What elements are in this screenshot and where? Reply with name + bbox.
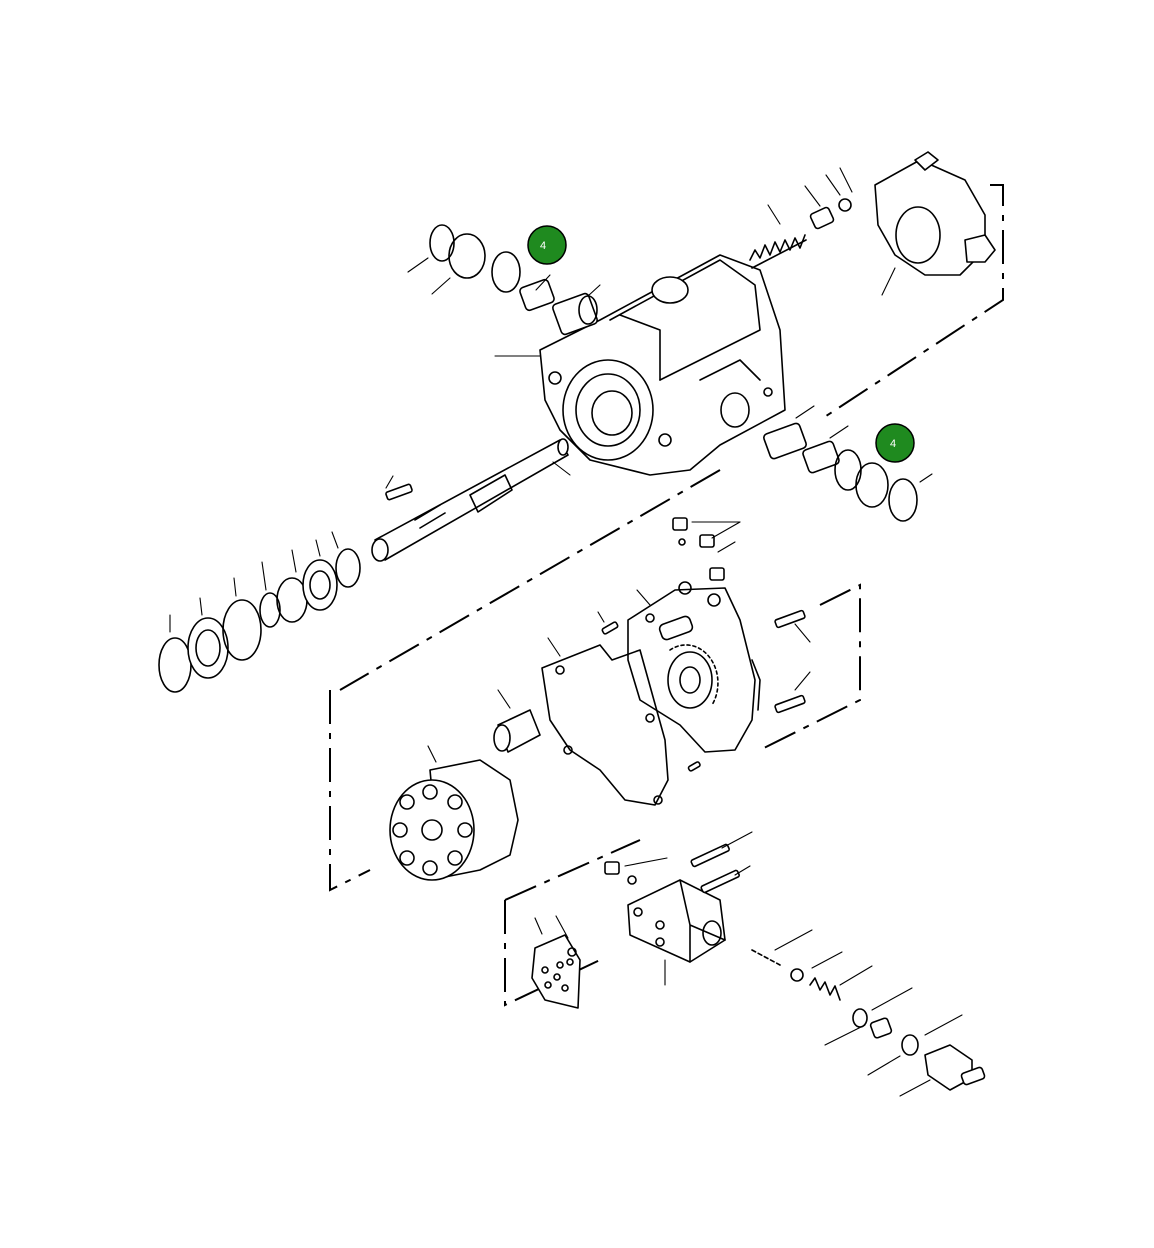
callout-badge: [527, 225, 567, 265]
assembly-boundary-lines: [329, 184, 1004, 1007]
dowel-pin: [597, 611, 701, 772]
right-seal-stack: [763, 405, 933, 522]
valve-screws: [604, 831, 753, 894]
shaft-key: [385, 475, 413, 501]
gasket: [541, 637, 669, 806]
callout-1[interactable]: 4: [527, 225, 567, 265]
end-cover: [627, 581, 761, 753]
cylinder-block: [389, 745, 519, 881]
swashplate-yoke: [874, 151, 996, 296]
compensator-adjuster: [751, 929, 986, 1097]
callout-2[interactable]: 4: [875, 423, 915, 463]
bushing: [493, 689, 541, 753]
callout-label: 4: [890, 438, 896, 450]
upper-left-seal-stack: [407, 224, 601, 336]
pump-housing: [494, 254, 786, 476]
valve-cover-plate: [531, 915, 581, 1009]
control-spring: [749, 204, 807, 269]
cover-bolts: [774, 609, 811, 714]
callout-badge: [875, 423, 915, 463]
shaft-bearing-stack: [158, 531, 361, 693]
drive-shaft: [371, 438, 571, 562]
control-plug: [804, 167, 853, 230]
callout-label: 4: [540, 240, 546, 252]
compensator-valve-body: [627, 879, 726, 986]
port-plugs: [672, 517, 741, 581]
